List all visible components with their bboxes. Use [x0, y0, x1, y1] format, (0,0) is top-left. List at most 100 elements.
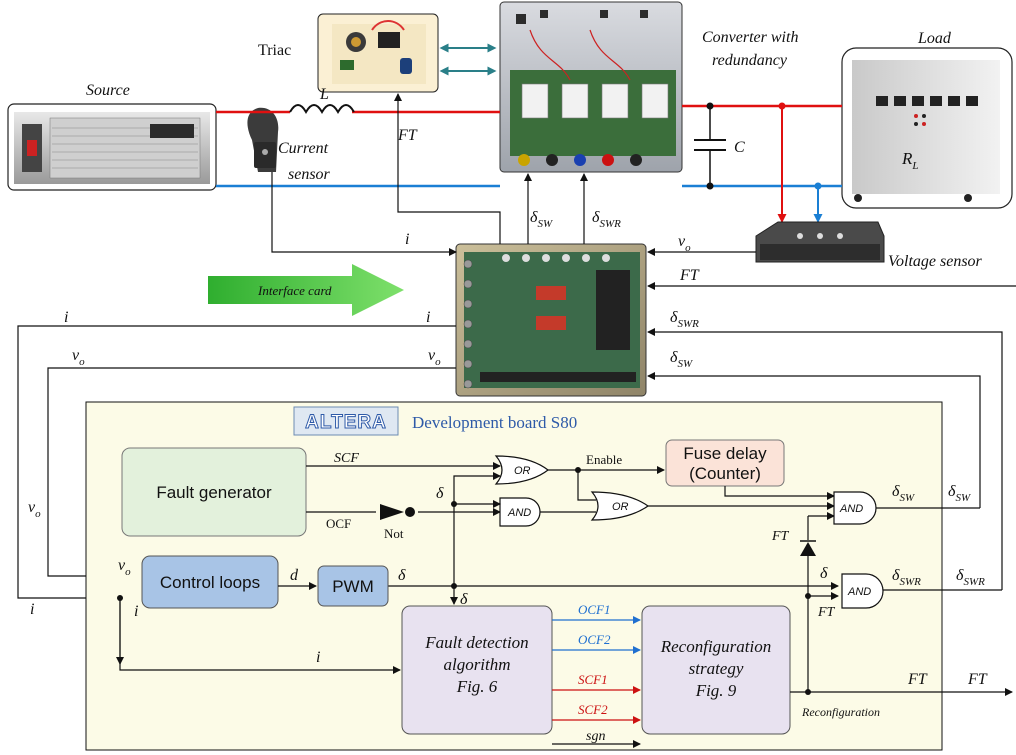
- scf1-label: SCF1: [578, 672, 608, 687]
- converter-device: [499, 1, 683, 173]
- dswr-right-label: δSWR: [670, 309, 699, 330]
- pwm-block: [317, 565, 389, 607]
- ocf-label: OCF: [326, 516, 351, 531]
- i-control-label: i: [134, 603, 138, 620]
- altera-logo-text: ALTERA: [305, 412, 387, 433]
- ft-top-label: FT: [397, 127, 418, 144]
- i-card-label: i: [426, 309, 430, 326]
- dswr-board-label: δSWR: [892, 567, 921, 588]
- dsw-board-out-label: δSW: [948, 483, 971, 504]
- dsw-board-label: δSW: [892, 483, 915, 504]
- and-gate-1-label: AND: [507, 507, 531, 519]
- triac-label: Triac: [258, 42, 291, 59]
- enable-label: Enable: [586, 452, 622, 467]
- load-label: Load: [917, 30, 952, 47]
- or-gate-1-label: OR: [514, 465, 531, 477]
- ft-diode: [800, 516, 816, 692]
- and-gate-swr-label: AND: [847, 586, 871, 598]
- i-side-label: i: [30, 601, 34, 618]
- ft-right-label: FT: [679, 267, 700, 284]
- fault-gen-outputs: [306, 462, 501, 516]
- or-gate-2-label: OR: [612, 501, 629, 513]
- interface-card-label: Interface card: [257, 283, 332, 298]
- current-sensor-label-2: sensor: [288, 166, 331, 183]
- control-loops-label: Control loops: [160, 573, 260, 592]
- interface-card-arrow: [208, 264, 404, 316]
- triac-device: [317, 13, 439, 93]
- fault-generator-label: Fault generator: [156, 483, 272, 502]
- current-sensor-probe: [247, 107, 279, 172]
- dswr-top-label: δSWR: [592, 209, 621, 230]
- development-board-title: Development board S80: [412, 413, 577, 432]
- fuse-delay-label-2: (Counter): [689, 464, 761, 483]
- current-sensor-label-1: Current: [278, 140, 329, 157]
- not-gate: [380, 504, 415, 520]
- reconfiguration-out-label: Reconfiguration: [801, 705, 880, 719]
- voltage-sensor-device: [755, 221, 885, 263]
- and-gate-swr: [841, 573, 884, 609]
- ft-out-label-1: FT: [907, 671, 928, 688]
- ocf2-label: OCF2: [578, 632, 611, 647]
- load-device: [841, 47, 1013, 209]
- reconfiguration-block: [641, 605, 791, 735]
- converter-label-2: redundancy: [712, 52, 788, 69]
- vo-left-label: vo: [72, 347, 85, 368]
- i-left-label: i: [64, 309, 68, 326]
- reconfiguration-label-1: Reconfiguration: [660, 637, 771, 656]
- delta-pwm-label: δ: [398, 567, 406, 584]
- and-gate-1: [499, 497, 541, 527]
- fault-generator-block: [121, 447, 307, 537]
- fault-detection-label-1: Fault detection: [424, 633, 528, 652]
- ft-out-label-2: FT: [967, 671, 988, 688]
- delta-label-1: δ: [436, 485, 444, 502]
- dsw-top-label: δSW: [530, 209, 553, 230]
- altera-logo: ALTERA: [293, 406, 399, 436]
- or-gate-2: [590, 491, 650, 521]
- vo-top-label: vo: [678, 233, 691, 254]
- and-gate-sw: [833, 491, 877, 525]
- load-resistance-label: RL: [901, 149, 919, 172]
- or-gate-1: [494, 455, 549, 485]
- dsw-right-label: δSW: [670, 349, 693, 370]
- reconfiguration-label-2: strategy: [689, 659, 744, 678]
- voltage-sensor-label: Voltage sensor: [888, 253, 983, 270]
- i-fd-label: i: [316, 649, 320, 666]
- vo-card-label: vo: [428, 347, 441, 368]
- d-label: d: [290, 567, 299, 584]
- converter-label-1: Converter with: [702, 29, 798, 46]
- not-label: Not: [384, 526, 404, 541]
- scf-label: SCF: [334, 451, 359, 466]
- capacitor-label: C: [734, 139, 745, 156]
- pwm-label: PWM: [332, 577, 374, 596]
- fuse-delay-label-1: Fuse delay: [683, 444, 767, 463]
- delta-swr-in-label: δ: [820, 565, 828, 582]
- source-device: [7, 103, 217, 191]
- sgn-label: sgn: [586, 729, 605, 744]
- reconfiguration-label-3: Fig. 9: [695, 681, 737, 700]
- and-gate-sw-label: AND: [839, 503, 863, 515]
- fault-detection-label-2: algorithm: [443, 655, 510, 674]
- fault-detection-label-3: Fig. 6: [456, 677, 498, 696]
- vo-control-label: vo: [118, 557, 131, 578]
- source-label: Source: [86, 82, 130, 99]
- dswr-board-out-label: δSWR: [956, 567, 985, 588]
- sensor-signals: [17, 93, 1016, 602]
- enable-path: [540, 466, 665, 513]
- control-loops-block: [141, 555, 279, 609]
- power-lines: [216, 102, 842, 223]
- fault-detection-block: [401, 605, 553, 735]
- i-top-label: i: [405, 231, 409, 248]
- ocf1-label: OCF1: [578, 602, 611, 617]
- i-to-fault-detection: [116, 598, 401, 674]
- inductor-label: L: [319, 86, 329, 103]
- vo-side-label: vo: [28, 499, 41, 520]
- ft-diode-label: FT: [771, 529, 790, 544]
- delta-label-2: δ: [460, 591, 468, 608]
- fault-signals: [552, 616, 641, 748]
- and-sw-inputs: [648, 486, 835, 520]
- interface-card: [455, 243, 647, 397]
- scf2-label: SCF2: [578, 702, 608, 717]
- ft-swr-in-label: FT: [817, 605, 836, 620]
